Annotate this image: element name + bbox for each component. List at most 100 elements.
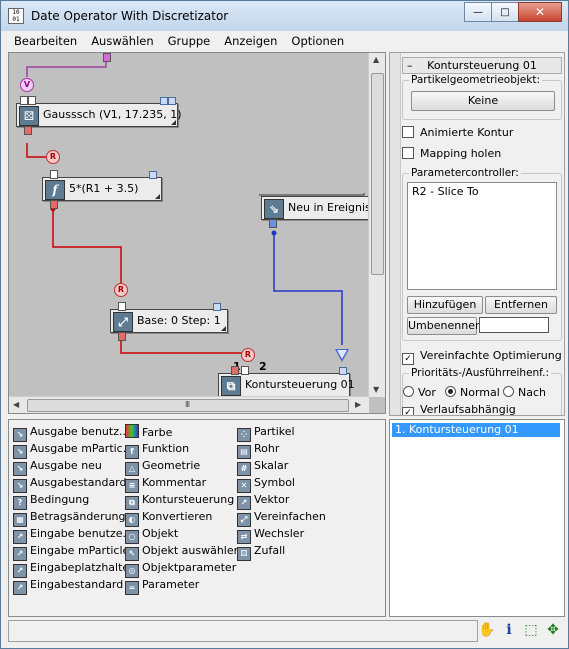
depot-item[interactable]: ↖Objekt auswählen bbox=[125, 543, 241, 561]
port-in[interactable] bbox=[118, 302, 126, 311]
port-in[interactable] bbox=[50, 170, 58, 179]
depot-item[interactable]: ⇄Wechsler bbox=[237, 526, 304, 544]
horizontal-scroll-thumb[interactable]: III bbox=[27, 399, 349, 412]
scroll-up-icon[interactable]: ▲ bbox=[373, 55, 380, 64]
port-out-red[interactable] bbox=[50, 200, 58, 209]
port-in-red[interactable] bbox=[231, 366, 239, 375]
depot-item[interactable]: ↘Ausgabe benutz... bbox=[13, 424, 129, 442]
depot-item[interactable]: ≡Kommentar bbox=[125, 475, 206, 493]
depot-item[interactable]: ⤢Vereinfachen bbox=[237, 509, 326, 527]
simplified-optimization-checkbox[interactable]: ✓Vereinfachte Optimierung bbox=[402, 349, 562, 365]
port-out-red[interactable] bbox=[118, 332, 126, 341]
depot-item[interactable]: Farbe bbox=[125, 424, 172, 440]
get-mapping-checkbox[interactable]: Mapping holen bbox=[402, 147, 501, 160]
checkbox-box-checked[interactable]: ✓ bbox=[402, 407, 414, 415]
depot-item[interactable]: ▦Betragsänderung bbox=[13, 509, 126, 527]
port-out-blue[interactable] bbox=[168, 97, 176, 105]
minimize-button[interactable]: — bbox=[464, 2, 492, 22]
depot-item[interactable]: =Parameter bbox=[125, 577, 199, 595]
port-in[interactable] bbox=[28, 96, 36, 105]
node-event[interactable]: ⇘ Neu in Ereignis bbox=[261, 196, 371, 228]
radio-before[interactable]: Vor bbox=[403, 386, 436, 399]
depot-item[interactable]: ✕Symbol bbox=[237, 475, 295, 493]
node-discretizer[interactable]: ⤢ Base: 0 Step: 1 bbox=[110, 302, 228, 341]
param-list-item[interactable]: R2 - Slice To bbox=[412, 185, 479, 198]
maximize-button[interactable]: □ bbox=[491, 2, 519, 22]
checkbox-box[interactable] bbox=[402, 147, 414, 159]
depot-item[interactable]: ⧉Kontursteuerung bbox=[125, 492, 234, 510]
parameter-icon: = bbox=[125, 581, 139, 595]
depot-item[interactable]: ⁘Partikel bbox=[237, 424, 295, 442]
port-in-blue[interactable] bbox=[339, 367, 347, 375]
depot-item[interactable]: ↗Vektor bbox=[237, 492, 289, 510]
depot-item[interactable]: ▤Rohr bbox=[237, 441, 279, 459]
depot-item[interactable]: ↘Ausgabe mPartic... bbox=[13, 441, 133, 459]
particle-icon: ⁘ bbox=[237, 428, 251, 442]
none-button[interactable]: Keine bbox=[411, 91, 555, 111]
collapse-icon[interactable]: – bbox=[407, 59, 413, 72]
port-out-blue[interactable] bbox=[160, 97, 168, 105]
radio-dot[interactable] bbox=[503, 386, 514, 397]
canvas-vertical-scrollbar[interactable]: ▲ ▼ bbox=[368, 53, 385, 397]
port-out-blue[interactable] bbox=[213, 303, 221, 311]
select-region-icon[interactable]: ⬚ bbox=[524, 622, 538, 638]
scroll-left-icon[interactable]: ◀ bbox=[13, 400, 20, 409]
depot-item[interactable]: ⚄Zufall bbox=[237, 543, 285, 561]
vertical-scroll-thumb[interactable] bbox=[371, 73, 384, 275]
scroll-down-icon[interactable]: ▼ bbox=[373, 385, 380, 394]
depot-item[interactable]: ↘Ausgabestandard bbox=[13, 475, 127, 493]
depot-item[interactable]: #Skalar bbox=[237, 458, 288, 476]
depot-item[interactable]: △Geometrie bbox=[125, 458, 200, 476]
port-out-blue[interactable] bbox=[269, 219, 277, 228]
node-gauss[interactable]: ⚄ Gausssch (V1, 17.235, 1) bbox=[16, 96, 182, 135]
depot-item[interactable]: ○Objekt bbox=[125, 526, 178, 544]
depot-item[interactable]: ◐Konvertieren bbox=[125, 509, 212, 527]
menu-auswaehlen[interactable]: Auswählen bbox=[91, 34, 154, 48]
menu-bearbeiten[interactable]: Bearbeiten bbox=[14, 34, 78, 48]
navigate-icon[interactable]: ✥ bbox=[547, 622, 559, 638]
depot-item[interactable]: ↗Eingabestandard bbox=[13, 577, 123, 595]
port-in[interactable] bbox=[241, 366, 249, 375]
port-out-red[interactable] bbox=[24, 126, 32, 135]
menu-optionen[interactable]: Optionen bbox=[291, 34, 345, 48]
depot-item[interactable]: ↗Eingabe mParticles bbox=[13, 543, 135, 561]
menu-gruppe[interactable]: Gruppe bbox=[167, 34, 211, 48]
scroll-right-icon[interactable]: ▶ bbox=[355, 400, 362, 409]
port-out-blue[interactable] bbox=[149, 171, 157, 179]
panel-scrollbar[interactable] bbox=[390, 53, 401, 415]
close-button[interactable]: ✕ bbox=[518, 2, 562, 22]
menu-anzeigen[interactable]: Anzeigen bbox=[224, 34, 278, 48]
pan-hand-icon[interactable]: ✋ bbox=[478, 622, 496, 638]
depot-item[interactable]: ↘Ausgabe neu bbox=[13, 458, 102, 476]
event-list-item-selected[interactable]: 1. Kontursteuerung 01 bbox=[392, 423, 560, 437]
port-top-magenta[interactable] bbox=[103, 53, 111, 62]
add-button[interactable]: Hinzufügen bbox=[407, 296, 483, 314]
canvas-horizontal-scrollbar[interactable]: ◀ III ▶ bbox=[9, 396, 369, 413]
checkbox-box-checked[interactable]: ✓ bbox=[402, 353, 414, 365]
radio-after[interactable]: Nach bbox=[503, 386, 546, 399]
remove-button[interactable]: Entfernen bbox=[485, 296, 557, 314]
depot-item[interactable]: ↗Eingabeplatzhalter bbox=[13, 560, 134, 578]
animated-shape-checkbox[interactable]: Animierte Kontur bbox=[402, 126, 513, 139]
rollout-header[interactable]: – Kontursteuerung 01 bbox=[402, 57, 562, 74]
menu-bar: Bearbeiten Auswählen Gruppe Anzeigen Opt… bbox=[7, 32, 563, 50]
checkbox-box[interactable] bbox=[402, 126, 414, 138]
rename-button[interactable]: Umbenennen bbox=[407, 317, 482, 335]
radio-dot-selected[interactable] bbox=[445, 386, 456, 397]
depot-item[interactable]: ◎Objektparameter bbox=[125, 560, 236, 578]
rename-input[interactable] bbox=[479, 317, 549, 333]
radio-dot[interactable] bbox=[403, 386, 414, 397]
port-in[interactable] bbox=[20, 96, 28, 105]
param-controller-list[interactable]: R2 - Slice To bbox=[407, 182, 557, 290]
node-kontursteuerung[interactable]: ⧉ Kontursteuerung 01 bbox=[218, 366, 355, 397]
depot-item[interactable]: ↗Eingabe benutze... bbox=[13, 526, 133, 544]
node-function[interactable]: f 5*(R1 + 3.5) bbox=[42, 170, 162, 209]
radio-normal[interactable]: Normal bbox=[445, 386, 500, 399]
info-icon[interactable]: i bbox=[506, 622, 512, 638]
particle-view-canvas[interactable]: V ⚄ Gausssch (V1, 17.235, 1) R f 5*(R1 +… bbox=[8, 52, 386, 414]
depot-item[interactable]: ?Bedingung bbox=[13, 492, 89, 510]
event-list[interactable]: 1. Kontursteuerung 01 bbox=[389, 419, 565, 617]
history-dependent-checkbox[interactable]: ✓Verlaufsabhängig bbox=[402, 403, 516, 415]
